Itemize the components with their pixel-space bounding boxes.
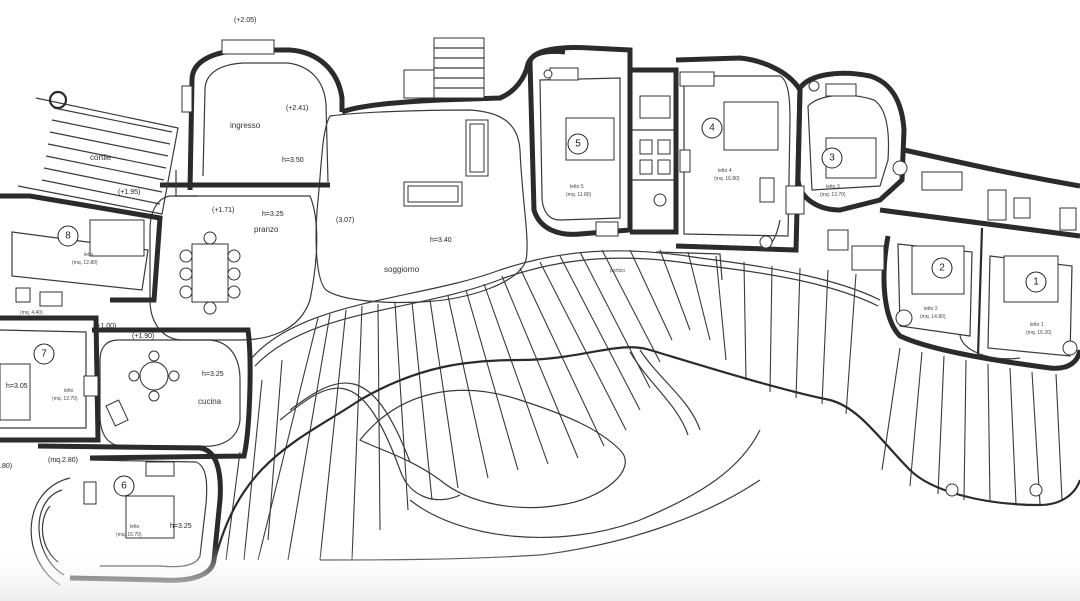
room-number-5: 5: [567, 133, 589, 155]
svg-text:2: 2: [939, 263, 945, 274]
level-pranzo: (+1.71): [212, 207, 234, 214]
room2-label: letto 2: [924, 306, 938, 312]
room8-area: (mq. 12.80): [72, 260, 98, 266]
room7-label: letto: [64, 388, 74, 394]
room1-label: letto 1: [1030, 322, 1044, 328]
level-cucina-a: (+1.00): [94, 323, 116, 330]
room1-area: (mq. 16.20): [1026, 330, 1052, 336]
level-cortile: (+1.95): [118, 189, 140, 196]
svg-text:8: 8: [65, 231, 71, 242]
height-cucina: h=3.25: [202, 371, 224, 378]
room2-area: (mq. 14.80): [920, 314, 946, 320]
room-label-cortile: cortile: [90, 153, 112, 162]
portico-label: portico: [610, 268, 625, 274]
room7-area: (mq. 13.70): [52, 396, 78, 402]
room4-label: letto 4: [718, 168, 732, 174]
room-number-1: 1: [1025, 271, 1047, 293]
room6-area: (mq. 15.70): [116, 532, 142, 538]
bottom-haze: [0, 545, 1080, 601]
svg-text:4: 4: [709, 123, 715, 134]
height-ingresso: h=3.50: [282, 157, 304, 164]
labels: (+2.05) (+2.41) ingresso h=3.50 (3.07) h…: [0, 17, 1052, 538]
room-numbers: 1 2 3 4 5 6 7 8: [33, 117, 1047, 497]
svg-text:3: 3: [829, 153, 835, 164]
level-soggiorno: (3.07): [336, 217, 354, 224]
room-label-cucina: cucina: [198, 397, 222, 406]
building-walls: [0, 37, 1080, 586]
terrace-outline: [213, 250, 1080, 561]
room3-area: (mq. 13.70): [820, 192, 846, 198]
room-number-8: 8: [57, 225, 79, 247]
bath6-area: (mq.2.80): [48, 457, 78, 464]
room8-label: letto: [84, 252, 94, 258]
height-room7: h=3.05: [6, 383, 28, 390]
room4-area: (mq. 16.80): [714, 176, 740, 182]
room-label-soggiorno: soggiorno: [384, 265, 420, 274]
room5-area: (mq. 11.80): [566, 192, 592, 198]
bath8-area: (mq. 4.40): [20, 310, 43, 316]
left-cut-label: .80): [0, 463, 12, 470]
room-number-4: 4: [701, 117, 723, 139]
room6-label: letto: [130, 524, 140, 530]
height-room6: h=3.25: [170, 523, 192, 530]
level-ingresso: (+2.41): [286, 105, 308, 112]
room3-label: letto 3: [826, 184, 840, 190]
svg-text:7: 7: [41, 349, 47, 360]
level-top: (+2.05): [234, 17, 256, 24]
room-number-3: 3: [821, 147, 843, 169]
room5-label: letto 5: [570, 184, 584, 190]
height-pranzo: h=3.25: [262, 211, 284, 218]
room-number-2: 2: [931, 257, 953, 279]
furniture: [0, 67, 1078, 539]
svg-text:5: 5: [575, 139, 581, 150]
level-cucina-b: (+1.90): [132, 333, 154, 340]
svg-text:6: 6: [121, 481, 127, 492]
height-soggiorno: h=3.40: [430, 237, 452, 244]
room-label-ingresso: ingresso: [230, 121, 261, 130]
room-number-7: 7: [33, 343, 55, 365]
room-number-6: 6: [113, 475, 135, 497]
svg-text:1: 1: [1033, 277, 1039, 288]
room-label-pranzo: pranzo: [254, 225, 279, 234]
